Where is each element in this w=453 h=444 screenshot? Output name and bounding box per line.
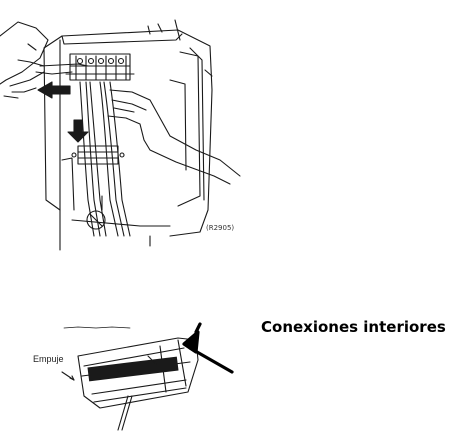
figure-reference-code: (R2905) <box>206 224 235 232</box>
unit-housing <box>43 19 213 251</box>
indoor-unit-body <box>77 337 199 409</box>
wire-bundle <box>79 81 131 237</box>
terminal-block <box>65 53 135 81</box>
cable-clamp <box>71 145 125 165</box>
right-hand <box>107 89 241 185</box>
drain-pipe <box>117 395 129 431</box>
pull-arrow-down <box>67 119 89 143</box>
indoor-connections-caption: Conexiones interiores <box>261 318 446 336</box>
wiring-illustration <box>0 19 241 251</box>
left-hand-with-screwdriver <box>0 21 89 99</box>
lower-fitting <box>86 195 106 230</box>
callout-arrow <box>182 322 234 374</box>
push-arrow-horizontal <box>37 81 71 99</box>
push-label: Empuje <box>33 354 64 364</box>
